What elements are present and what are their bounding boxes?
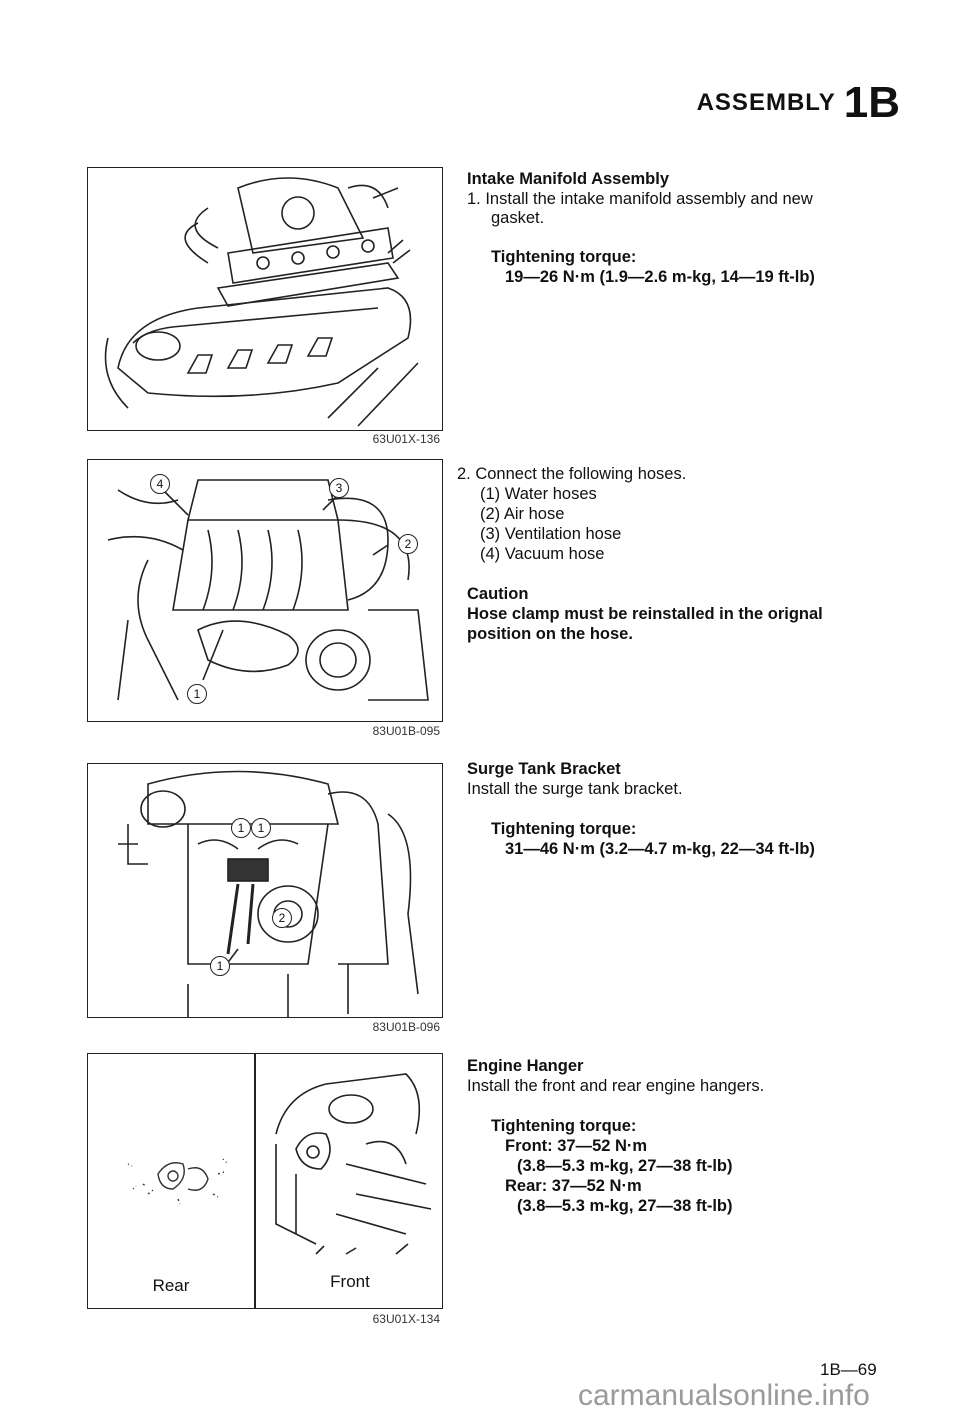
watermark: carmanualsonline.info: [578, 1379, 870, 1412]
hanger-torque-label: Tightening torque:: [491, 1117, 637, 1135]
figure-intake-manifold: [87, 167, 443, 431]
hanger-title: Engine Hanger: [467, 1057, 584, 1075]
hanger-front-detail: (3.8—5.3 m-kg, 27—38 ft-lb): [517, 1157, 733, 1175]
surge-title: Surge Tank Bracket: [467, 760, 621, 778]
hose-item-3: (3) Ventilation hose: [480, 525, 622, 543]
front-label: Front: [330, 1272, 370, 1291]
rear-hanger-illustration: [127, 1158, 228, 1205]
figure-caption-4: 63U01X-134: [372, 1312, 440, 1326]
figure-hoses: 4 3 2 1: [87, 459, 443, 722]
hoses-illustration: [107, 479, 429, 701]
intake-manifold-illustration: [104, 177, 419, 427]
hanger-body: Install the front and rear engine hanger…: [467, 1077, 765, 1095]
figure-divider: [254, 1054, 256, 1308]
caution-line2: position on the hose.: [467, 625, 633, 643]
callout-4: 4: [150, 474, 170, 494]
intake-step1-line2: gasket.: [491, 209, 545, 227]
surge-body: Install the surge tank bracket.: [467, 780, 683, 798]
figure-caption-1: 63U01X-136: [372, 432, 440, 446]
caution-line1: Hose clamp must be reinstalled in the or…: [467, 605, 823, 623]
hose-item-4: (4) Vacuum hose: [480, 545, 605, 563]
callout-2: 2: [398, 534, 418, 554]
front-hanger-illustration: [275, 1073, 432, 1255]
page-header: ASSEMBLY 1B: [480, 78, 900, 128]
figure-caption-3: 83U01B-096: [372, 1020, 440, 1034]
intake-torque-label: Tightening torque:: [491, 248, 637, 266]
intake-step1-line1: 1. Install the intake manifold assembly …: [467, 190, 813, 208]
callout-2: 2: [272, 908, 292, 928]
hanger-rear-detail: (3.8—5.3 m-kg, 27—38 ft-lb): [517, 1197, 733, 1215]
intake-torque-value: 19—26 N·m (1.9—2.6 m-kg, 14—19 ft-lb): [505, 268, 815, 286]
page-number: 1B—69: [820, 1360, 877, 1379]
rear-label: Rear: [152, 1276, 190, 1295]
callout-1: 1: [187, 684, 207, 704]
header-section: 1B: [843, 78, 900, 127]
callout-1a: 1: [231, 818, 251, 838]
header-title: ASSEMBLY: [696, 89, 836, 116]
surge-torque-label: Tightening torque:: [491, 820, 637, 838]
figure-caption-2: 83U01B-095: [372, 724, 440, 738]
callout-3: 3: [329, 478, 349, 498]
surge-torque-value: 31—46 N·m (3.2—4.7 m-kg, 22—34 ft-lb): [505, 840, 815, 858]
callout-1c: 1: [210, 956, 230, 976]
hanger-rear: Rear: 37—52 N·m: [505, 1177, 642, 1195]
surge-tank-illustration: [118, 770, 419, 1017]
intake-title: Intake Manifold Assembly: [467, 170, 670, 188]
callout-1b: 1: [251, 818, 271, 838]
figure-engine-hanger: Rear Front: [87, 1053, 443, 1309]
hose-item-1: (1) Water hoses: [480, 485, 597, 503]
hose-item-2: (2) Air hose: [480, 505, 565, 523]
hanger-front: Front: 37—52 N·m: [505, 1137, 648, 1155]
intake-step2: 2. Connect the following hoses.: [457, 465, 687, 483]
caution-title: Caution: [467, 585, 529, 603]
figure-surge-tank-bracket: 1 1 2 1: [87, 763, 443, 1018]
